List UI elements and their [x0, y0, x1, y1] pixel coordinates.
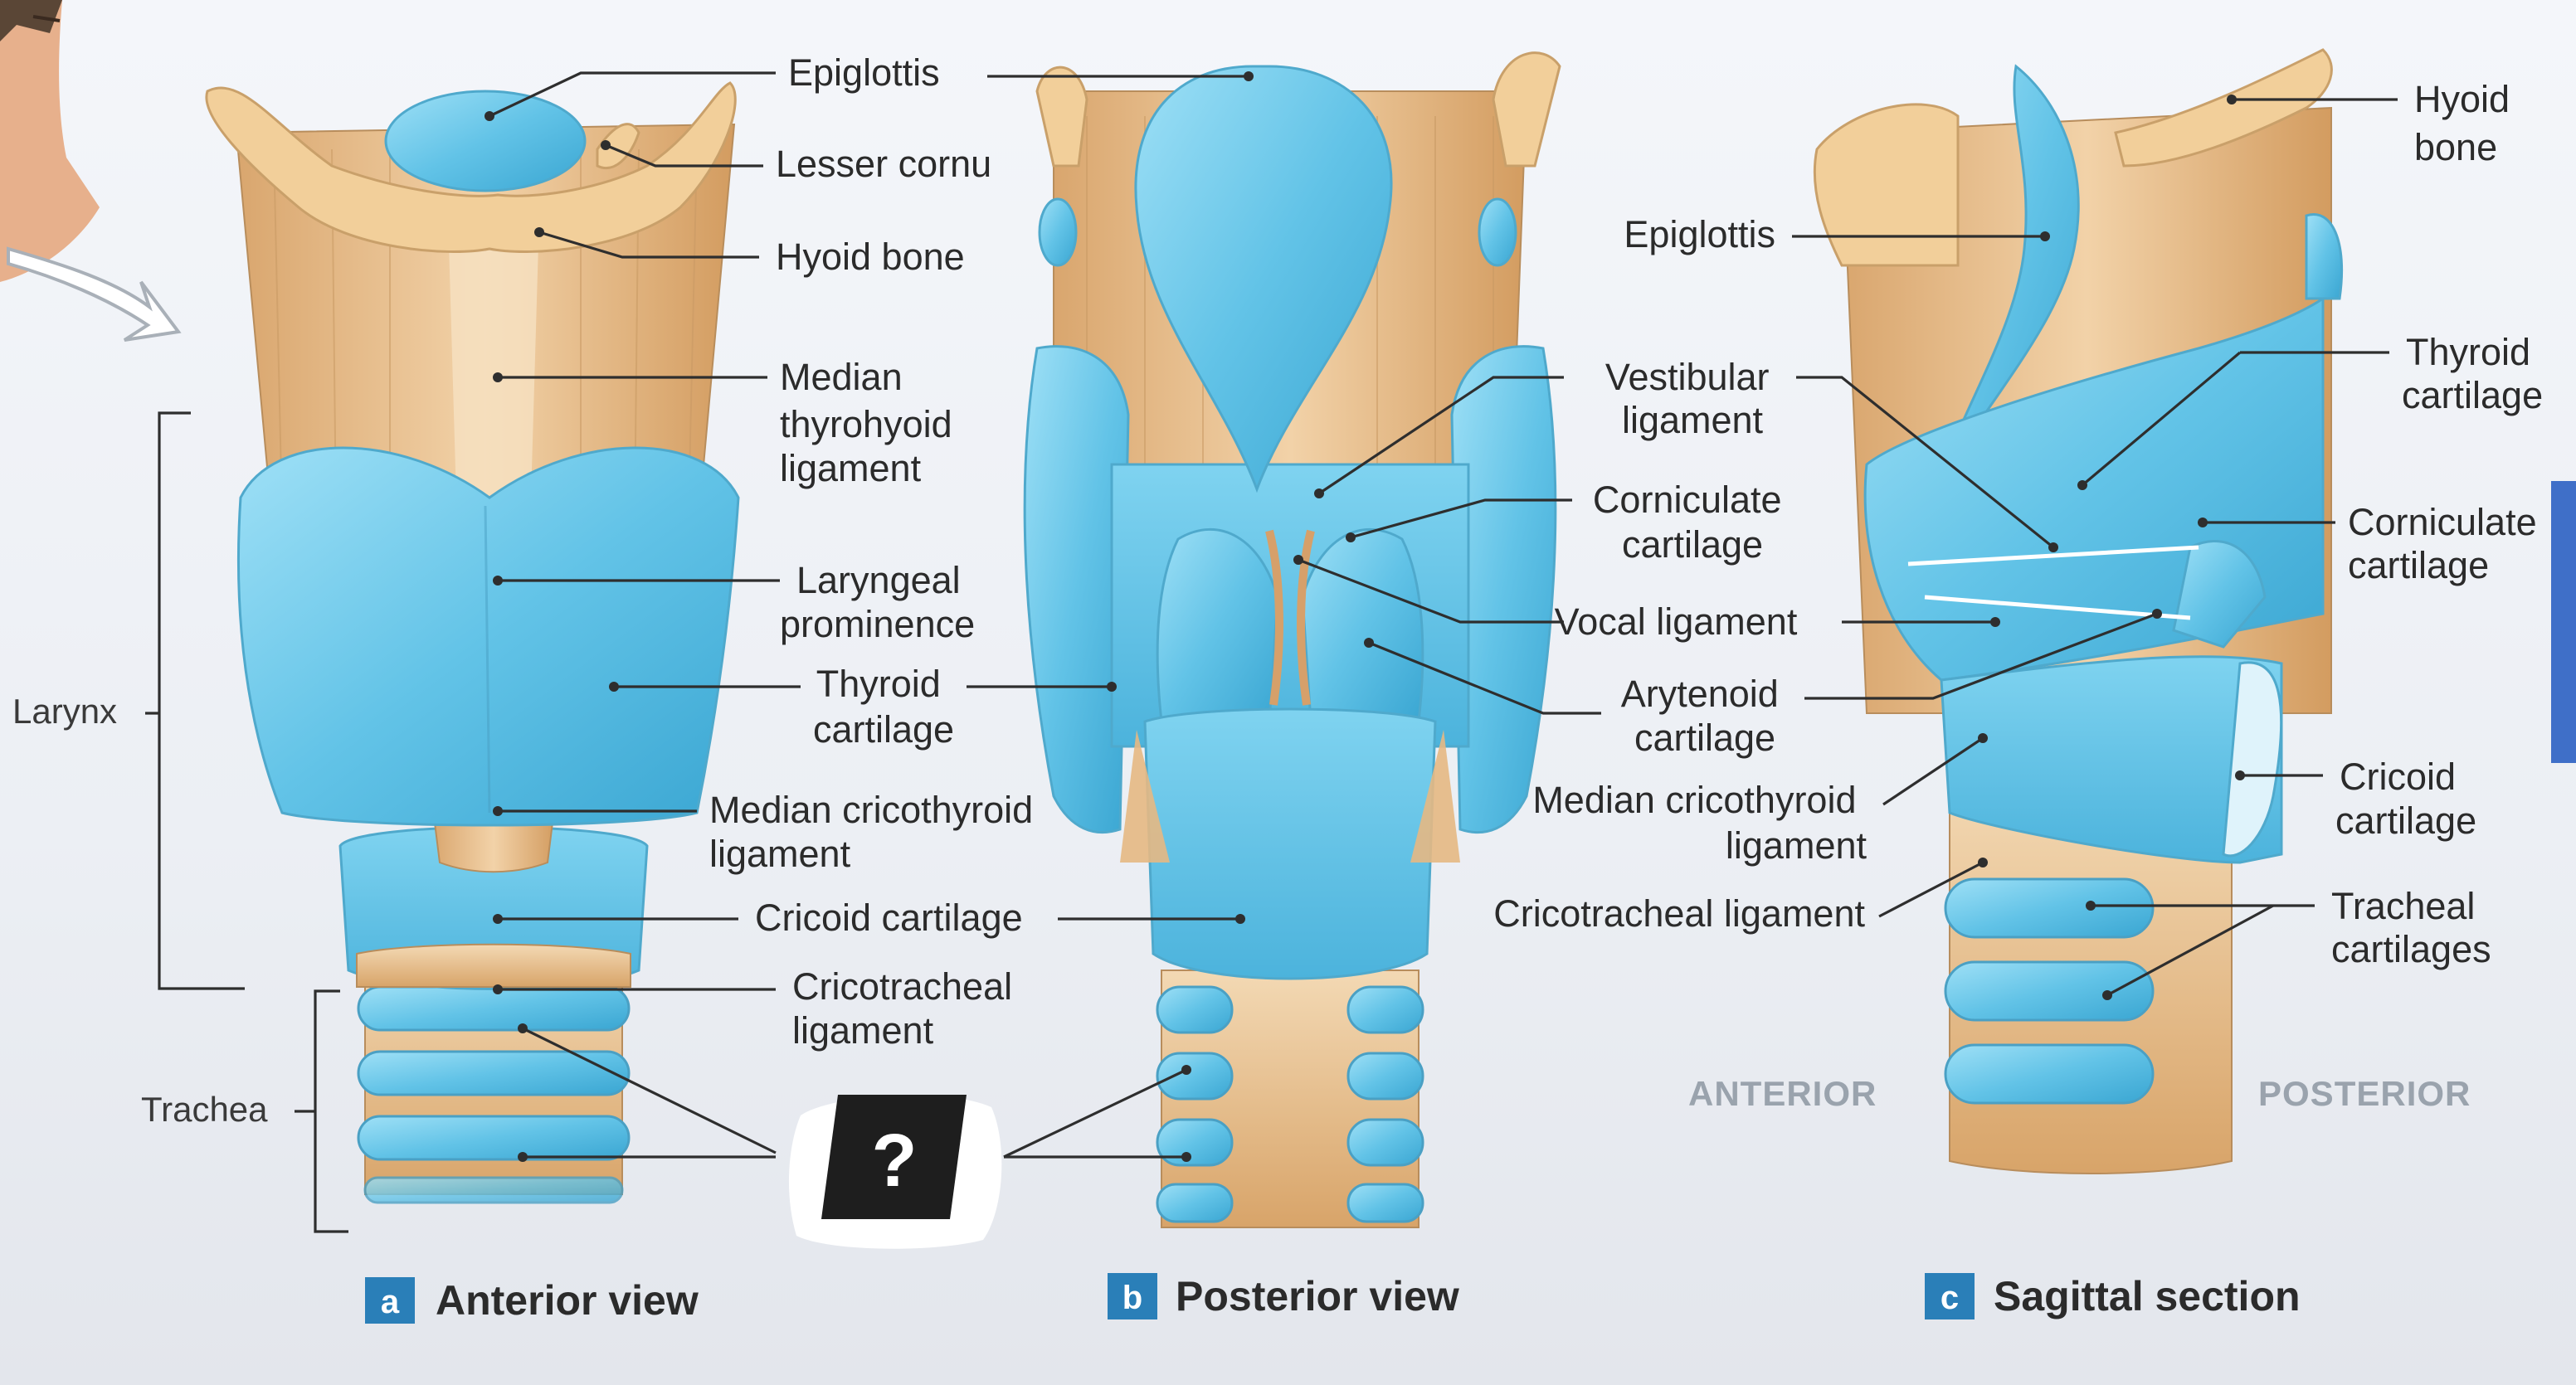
label-hyoid-bone-a: Hyoid bone — [776, 236, 965, 278]
label-corniculate-b: Corniculate cartilage — [1593, 479, 1792, 566]
sagittal-larynx-illustration — [1813, 48, 2344, 1174]
label-anterior: ANTERIOR — [1688, 1074, 1877, 1113]
svg-text:Sagittal section: Sagittal section — [1994, 1273, 2301, 1319]
posterior-leaders — [967, 71, 1601, 1162]
sagittal-leaders — [1792, 95, 2398, 1000]
label-vocal-ligament: Vocal ligament — [1555, 600, 1798, 643]
label-posterior: POSTERIOR — [2258, 1074, 2471, 1113]
label-median-cricothyroid-b: Median cricothyroid ligament — [1532, 779, 1867, 867]
label-tracheal-cartilages: Tracheal cartilages — [2331, 885, 2491, 970]
label-laryngeal-prominence: Laryngeal prominence — [780, 559, 975, 645]
label-lesser-cornu: Lesser cornu — [776, 143, 991, 185]
svg-text:Posterior view: Posterior view — [1176, 1273, 1459, 1319]
anterior-larynx-illustration — [205, 81, 740, 1204]
label-cricoid-cartilage-a: Cricoid cartilage — [755, 897, 1023, 939]
label-epiglottis-a: Epiglottis — [788, 51, 940, 94]
label-arytenoid: Arytenoid cartilage — [1621, 673, 1790, 759]
label-thyroid-cartilage-a: Thyroid cartilage — [813, 663, 954, 751]
edge-tab — [2551, 481, 2576, 763]
svg-text:a: a — [381, 1284, 400, 1320]
larynx-label: Larynx — [12, 692, 117, 731]
label-epiglottis-b: Epiglottis — [1624, 213, 1775, 255]
caption-sagittal-section: c Sagittal section — [1925, 1273, 2301, 1319]
svg-text:?: ? — [872, 1120, 918, 1203]
label-vestibular-ligament: Vestibular ligament — [1605, 356, 1780, 441]
caption-anterior-view: a Anterior view — [365, 1277, 699, 1324]
label-thyroid-cartilage-c: Thyroid cartilage — [2402, 331, 2543, 416]
pointer-arrow-icon — [7, 246, 182, 342]
trachea-label: Trachea — [141, 1090, 268, 1129]
label-cricotracheal-b: Cricotracheal ligament — [1493, 892, 1865, 935]
label-median-cricothyroid-a: Median cricothyroid ligament — [709, 789, 1044, 875]
caption-posterior-view: b Posterior view — [1108, 1273, 1459, 1319]
label-cricotracheal-a: Cricotracheal ligament — [792, 965, 1023, 1052]
anterior-leaders — [485, 71, 801, 1162]
trachea-bracket — [314, 989, 348, 1233]
larynx-bracket — [158, 411, 245, 990]
posterior-larynx-illustration — [1023, 51, 1561, 1228]
model-face-corner — [0, 0, 100, 282]
svg-text:b: b — [1122, 1280, 1142, 1316]
svg-text:c: c — [1941, 1280, 1959, 1316]
label-corniculate-c: Corniculate cartilage — [2348, 501, 2547, 586]
label-median-thyrohyoid: Median thyrohyoid ligament — [780, 356, 962, 489]
label-hyoid-bone-c: Hyoid bone — [2414, 78, 2520, 168]
svg-text:Anterior view: Anterior view — [436, 1277, 699, 1324]
question-mark-callout: ? — [788, 1095, 1002, 1249]
label-cricoid-c: Cricoid cartilage — [2335, 756, 2476, 842]
